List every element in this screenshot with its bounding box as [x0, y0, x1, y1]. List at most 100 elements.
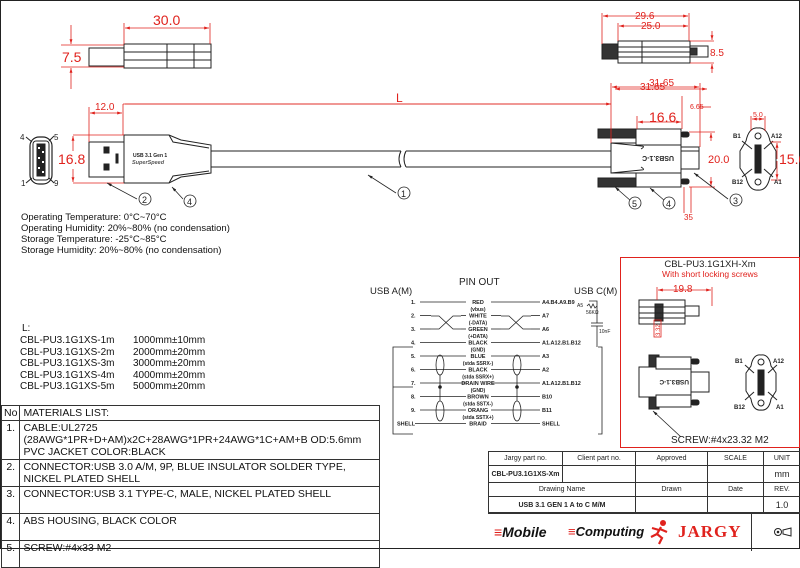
length-label: L:: [20, 323, 205, 335]
pin-wire-note: (-DATA): [469, 321, 487, 327]
length-part: CBL-PU3.1G1XS-1m: [20, 335, 133, 347]
pinout-row: 4. BLACK(GND) A1.A12.B1.B12: [411, 341, 581, 354]
dim-8-5-label: 8.5: [710, 48, 724, 59]
pin-right: A4.B4.A9.B9: [542, 300, 575, 306]
material-type-c: CONNECTOR:USB 3.1 TYPE-C, MALE, NICKEL P…: [20, 487, 380, 514]
pin-right: A3: [542, 354, 549, 360]
dim-16-8-label: 16.8: [58, 151, 85, 167]
resistor-pin: A5: [577, 303, 583, 309]
pin-left: 8.: [411, 395, 416, 401]
pin-wire: GREEN: [468, 327, 488, 333]
spec-operating-humidity: Operating Humidity: 20%~80% (no condensa…: [21, 223, 230, 234]
dim-30-label: 30.0: [153, 12, 180, 28]
pin-wire: DRAIN WIRE: [461, 381, 495, 387]
material-no: 4.: [2, 514, 20, 541]
environment-specs: Operating Temperature: 0°C~70°C Operatin…: [21, 212, 230, 256]
pinout-left-header: USB A(M): [370, 286, 412, 297]
usb-a-connector: [89, 135, 211, 183]
dim-16-6-label: 16.6: [649, 109, 676, 125]
pinout-table: 1.RED(vbus)A4.B4.A9.B92.WHITE(-DATA)A73.…: [397, 300, 581, 428]
dim-7-5-label: 7.5: [62, 49, 82, 65]
type-c-print: USB3.1-C: [642, 154, 674, 161]
logo-bar: ≡Mobile ≡Computing JARGY: [488, 512, 800, 551]
usb-a-pin-5: 5: [54, 133, 59, 142]
length-value: 2000mm±20mm: [133, 347, 205, 359]
material-screw: SCREW:#4x33 M2: [20, 541, 380, 568]
pin-wire: WHITE: [469, 314, 487, 320]
pinout-row: 6.BLACK(stda SSRX+)A2: [411, 368, 549, 381]
tb-unit: mm: [764, 466, 800, 483]
pin-wire-note: (stda SSRX+): [462, 375, 494, 381]
pin-right: B11: [542, 408, 552, 414]
pin-left: 2.: [411, 314, 416, 320]
type-c-top-view: [602, 41, 708, 63]
pin-wire-note: (stda SSTX-): [463, 402, 493, 408]
variant-subtitle: With short locking screws: [621, 270, 799, 279]
tb-h-scale: SCALE: [708, 452, 764, 466]
type-c-pin-a1: A1: [774, 180, 782, 186]
materials-header-no: No: [2, 406, 20, 421]
pin-left: 3.: [411, 327, 416, 333]
tb-h-drawing-name: Drawing Name: [489, 483, 636, 497]
tb-date: [708, 497, 764, 514]
length-part: CBL-PU3.1G1XS-2m: [20, 347, 133, 359]
pinout-row: 2.WHITE(-DATA)A7: [411, 314, 549, 327]
dim-12-label: 12.0: [95, 102, 115, 113]
length-value: 3000mm±20mm: [133, 358, 205, 370]
usb-a-top-view: [89, 44, 211, 68]
pinout-row: 1.RED(vbus)A4.B4.A9.B9: [411, 300, 575, 313]
materials-header-title: MATERIALS LIST:: [20, 406, 380, 421]
material-usb-a: CONNECTOR:USB 3.0 A/M, 9P, BLUE INSULATO…: [20, 460, 380, 487]
drain-junction-left: [438, 385, 442, 389]
pin-wire: BLUE: [471, 354, 486, 360]
callout-5: 5: [632, 199, 637, 209]
spec-storage-humidity: Storage Humidity: 20%~80% (no condensati…: [21, 245, 230, 256]
pin-right: A1.A12.B1.B12: [542, 341, 581, 347]
spec-storage-temp: Storage Temperature: -25°C~85°C: [21, 234, 230, 245]
material-no: 3.: [2, 487, 20, 514]
tb-drawn: [636, 497, 708, 514]
materials-list: No MATERIALS LIST: 1.CABLE:UL2725 (28AWG…: [1, 405, 380, 568]
pin-left: SHELL: [397, 422, 416, 428]
type-c-pin-b1: B1: [733, 134, 741, 140]
tb-h-client-part: Client part no.: [563, 452, 636, 466]
dim-5-label: 5.0: [753, 112, 763, 119]
pinout-row: 5.BLUE(stda SSRX-)A3: [411, 354, 549, 367]
dim-35-label: 35: [684, 213, 693, 222]
tb-scale: [708, 466, 764, 483]
drain-junction-right: [515, 385, 519, 389]
pin-wire: BLACK: [468, 368, 487, 374]
tb-h-unit: UNIT: [764, 452, 800, 466]
pin-right: B10: [542, 395, 552, 401]
tb-h-approved: Approved: [636, 452, 708, 466]
pin-wire: BLACK: [468, 341, 487, 347]
tb-h-drawn: Drawn: [636, 483, 708, 497]
type-c-pin-a12: A12: [771, 134, 783, 140]
logo-mobile: ≡Mobile: [494, 524, 547, 540]
pin-left: 4.: [411, 341, 416, 347]
dim-25-label: 25.0: [641, 21, 661, 32]
pin-wire-note: (GND): [471, 348, 486, 354]
callout-2: 2: [142, 195, 147, 205]
tb-approved: [636, 466, 708, 483]
pinout-row: 9.ORANG(stda SSTX+)B11: [411, 408, 552, 421]
length-value: 4000mm±20mm: [133, 370, 205, 382]
usb-a-pin-9: 9: [54, 179, 59, 188]
pin-right: A1.A12.B1.B12: [542, 381, 581, 387]
cable: [211, 151, 611, 167]
type-c-pin-b12: B12: [732, 180, 744, 186]
dim-15-label: 15.0: [779, 151, 800, 167]
dim-6-65-label: 6.65: [690, 104, 704, 111]
pin-right: A2: [542, 368, 549, 374]
pin-right: SHELL: [542, 422, 561, 428]
length-part: CBL-PU3.1G1XS-3m: [20, 358, 133, 370]
callout-1: 1: [401, 189, 406, 199]
logo-computing: ≡Computing: [568, 524, 644, 539]
pin-wire: ORANG: [468, 408, 488, 414]
callout-4a: 4: [187, 197, 192, 207]
